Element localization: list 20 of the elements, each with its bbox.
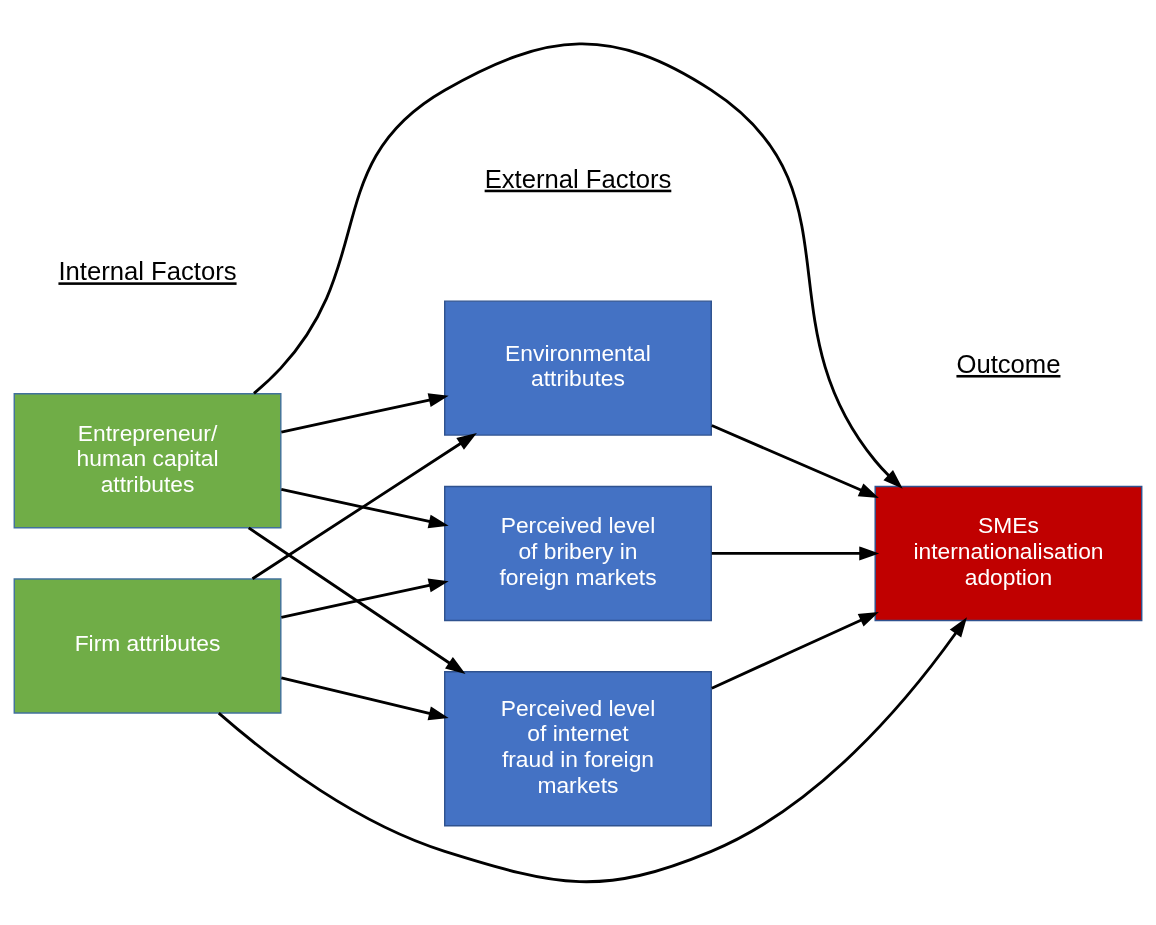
node-box: Perceived level of internet fraud in foreign markets	[444, 670, 712, 826]
arrow	[251, 432, 477, 580]
arrow	[281, 392, 449, 433]
label: Outcome	[956, 349, 1061, 378]
node-box: Firm attributes	[13, 577, 282, 714]
node-box: Environmental attributes	[444, 299, 712, 436]
arrow	[711, 545, 880, 560]
arrow	[281, 675, 449, 720]
arrow	[281, 578, 449, 619]
node-box: SMEs internationalisation adoption	[874, 485, 1143, 621]
arrow	[281, 487, 449, 528]
node-box: Perceived level of bribery in foreign markets	[444, 485, 712, 621]
label: External Factors	[484, 164, 672, 193]
arrow	[711, 423, 879, 498]
arrow	[217, 616, 967, 883]
label: Internal Factors	[58, 256, 237, 285]
arrow	[253, 42, 903, 489]
arrow	[711, 611, 879, 690]
node-box: Entrepreneur/ human capital attributes	[13, 392, 282, 528]
arrow	[247, 526, 466, 674]
